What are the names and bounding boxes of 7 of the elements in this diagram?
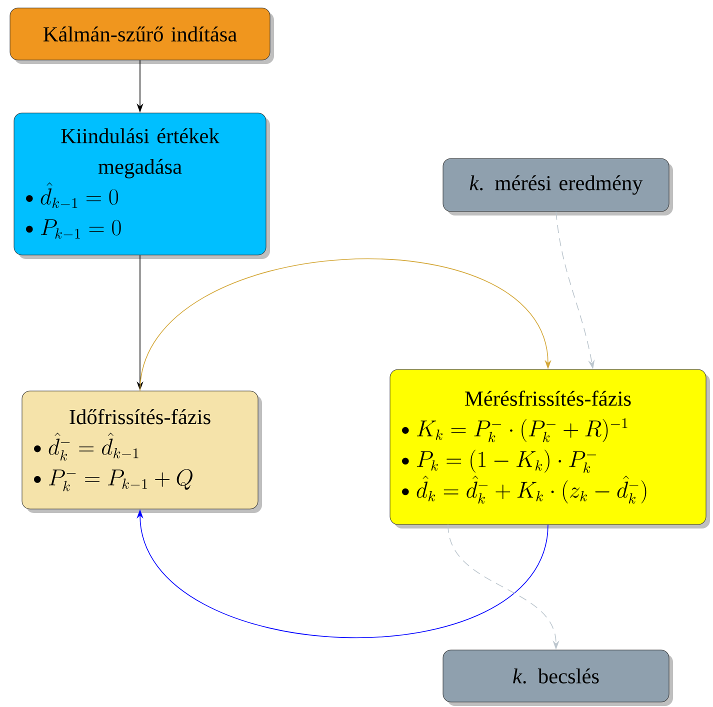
start-box: Kálmán-szűrő indítása — [10, 8, 274, 64]
process-box: Kiindulási értékek megadása $\hat{d}_{k-1} = 0$ $P_{k-1} = 0$ — [14, 112, 270, 259]
phase-box: Mérésfrissítés-fázis $K_k = P^{-}_{k} \cdot (P^{-}_{k} + R)^{-1}$ $P_k = (1 - K_k) \cdot P^{-}_{k}$ $\hat{d}_k = \hat{d}^{-}_{k} + K_k \cdot (z_k - \hat{d}^{-}_{k})$ — [390, 369, 710, 528]
input-box: k. mérési eredmény — [442, 158, 673, 216]
output-box: k. becslés — [442, 650, 673, 706]
arrow — [140, 259, 552, 392]
phase-box: Időfrissítés-fázis $\hat{d}^{-}_{k} = \hat{d}_{k-1}$ $P^{-}_{k} = P_{k-1} + Q$ — [22, 390, 262, 513]
